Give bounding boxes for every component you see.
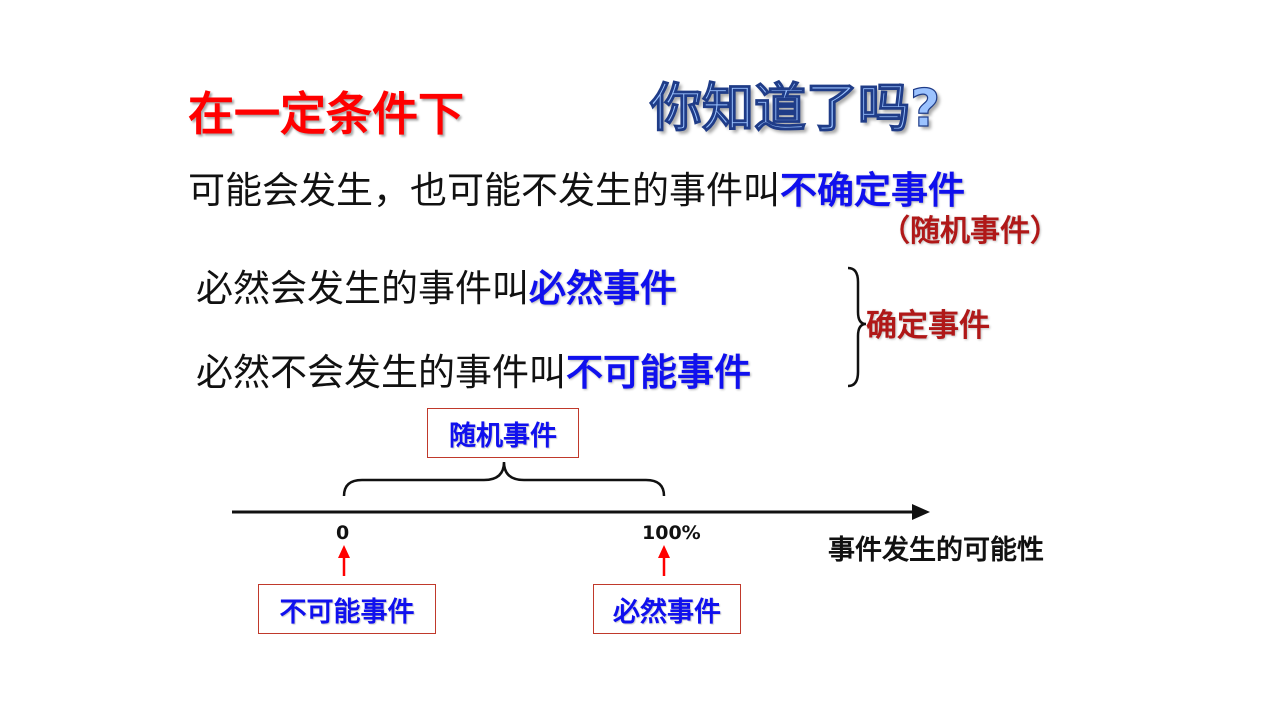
axis-arrowhead xyxy=(912,504,930,520)
condition-title: 在一定条件下 xyxy=(188,87,464,141)
axis-label: 事件发生的可能性 xyxy=(828,535,1044,566)
uncertain-alias: （随机事件） xyxy=(880,214,1060,249)
impossible-event-box: 不可能事件 xyxy=(258,584,436,634)
uncertain-definition: 可能会发生，也可能不发生的事件叫不确定事件 xyxy=(188,160,965,214)
random-event-box: 随机事件 xyxy=(427,408,579,458)
impossible-term: 不可能事件 xyxy=(566,351,751,394)
group-brace xyxy=(847,266,867,388)
random-brace xyxy=(342,461,666,497)
full-arrowhead xyxy=(658,545,670,558)
uncertain-term: 不确定事件 xyxy=(780,169,965,212)
impossible-prefix: 必然不会发生的事件叫 xyxy=(196,351,566,394)
tick-full: 100% xyxy=(642,522,701,544)
certain-event-box: 必然事件 xyxy=(593,584,741,634)
certain-group-label: 确定事件 xyxy=(866,308,990,344)
certain-prefix: 必然会发生的事件叫 xyxy=(196,267,529,310)
question-wordart: 你知道了吗? xyxy=(649,78,941,139)
impossible-definition: 必然不会发生的事件叫不可能事件 xyxy=(196,342,751,396)
zero-arrowhead xyxy=(338,545,350,558)
tick-zero: 0 xyxy=(336,522,350,544)
certain-definition: 必然会发生的事件叫必然事件 xyxy=(196,258,677,312)
uncertain-prefix: 可能会发生，也可能不发生的事件叫 xyxy=(188,169,780,212)
certain-term: 必然事件 xyxy=(529,267,677,310)
